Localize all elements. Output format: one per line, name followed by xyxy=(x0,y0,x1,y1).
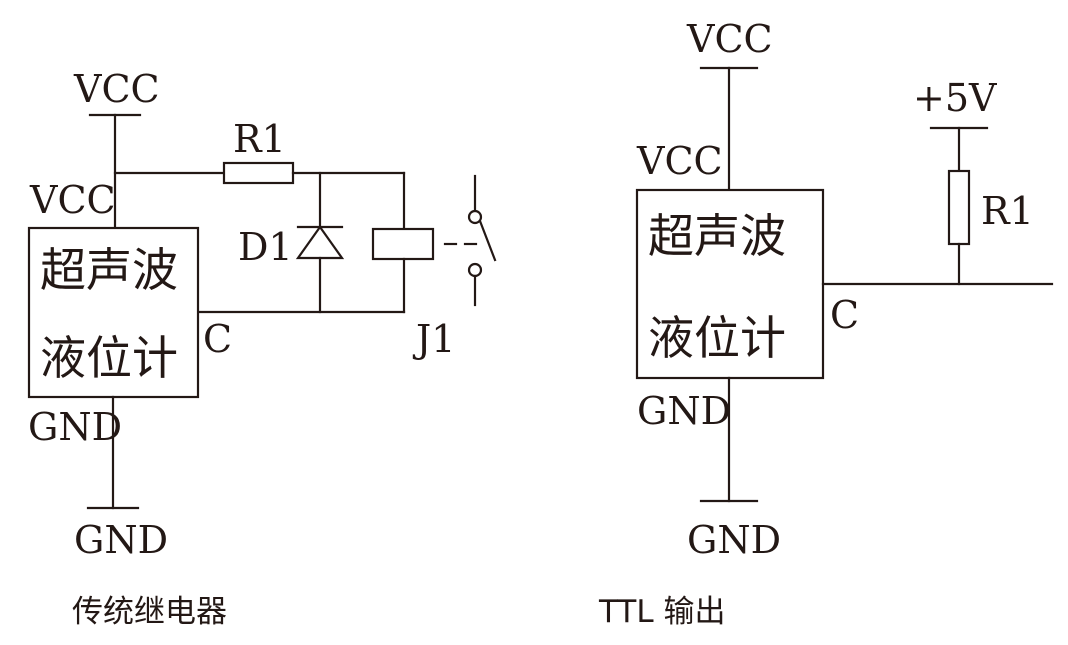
left-vcc-supply-label: VCC xyxy=(73,67,160,111)
right-5v-label: +5V xyxy=(913,76,997,120)
right-vcc-pin-label: VCC xyxy=(636,139,723,183)
right-caption: TTL 输出 xyxy=(599,594,726,630)
left-gnd-pin-label: GND xyxy=(28,405,122,449)
left-resistor-r1 xyxy=(222,161,295,185)
left-chip-line1: 超声波 xyxy=(40,243,178,297)
left-circuit: VCC VCC R1 D1 J1 C 超声波 液位计 xyxy=(27,67,497,562)
left-contact-blade xyxy=(478,219,497,262)
right-circuit: VCC VCC 超声波 液位计 C +5V R1 GND GND xyxy=(635,17,1054,562)
right-resistor-r1 xyxy=(947,169,971,246)
left-contact-terminal-bottom xyxy=(467,262,483,278)
left-resistor-label: R1 xyxy=(233,117,286,161)
left-contact-terminal-top xyxy=(467,209,483,225)
left-caption: 传统继电器 xyxy=(72,594,227,630)
left-relay-label: J1 xyxy=(412,317,455,361)
left-diode-label: D1 xyxy=(238,225,293,269)
left-diode-d1 xyxy=(295,225,345,260)
left-c-pin-label: C xyxy=(203,317,232,361)
right-c-pin-label: C xyxy=(830,293,859,337)
left-gnd-symbol-label: GND xyxy=(74,518,168,562)
left-vcc-pin-label: VCC xyxy=(29,178,116,222)
right-chip-line1: 超声波 xyxy=(648,209,786,263)
left-sensor-chip xyxy=(27,226,200,399)
left-relay-coil xyxy=(371,227,435,261)
right-resistor-label: R1 xyxy=(981,189,1034,233)
right-gnd-pin-label: GND xyxy=(637,389,731,433)
left-chip-line2: 液位计 xyxy=(40,331,178,385)
right-chip-line2: 液位计 xyxy=(648,311,786,365)
right-vcc-supply-label: VCC xyxy=(686,17,773,61)
right-gnd-symbol-label: GND xyxy=(687,518,781,562)
